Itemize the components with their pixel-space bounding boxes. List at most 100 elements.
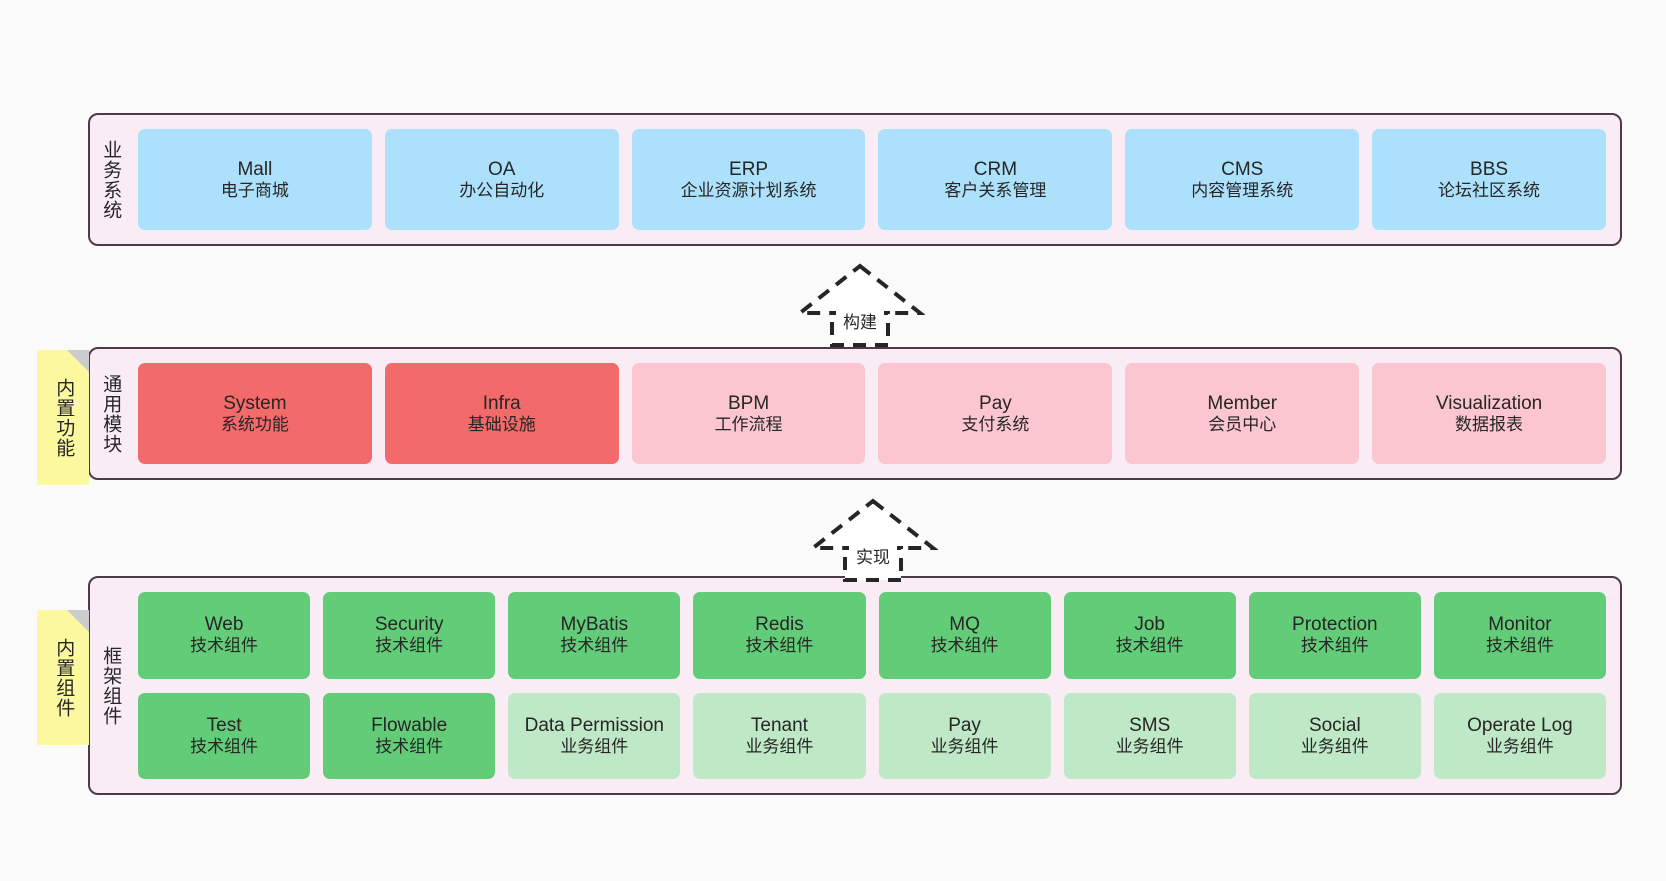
framework-row-business: Test 技术组件 Flowable 技术组件 Data Permission …	[138, 692, 1606, 779]
implement-arrow-icon	[807, 498, 939, 582]
node-subtitle: 业务组件	[1115, 736, 1184, 756]
node-name: BPM	[727, 392, 770, 414]
connector-build-label: 构建	[843, 313, 877, 332]
node-subtitle: 办公自动化	[459, 180, 545, 200]
node-subtitle: 技术组件	[1300, 636, 1369, 656]
node-mall[interactable]: Mall 电子商城	[138, 129, 372, 230]
node-name: Tenant	[750, 714, 808, 736]
node-redis[interactable]: Redis 技术组件	[693, 592, 866, 679]
node-subtitle: 技术组件	[375, 636, 444, 656]
node-name: Flowable	[371, 714, 448, 736]
connector-implement: 实现	[807, 497, 939, 582]
node-security[interactable]: Security 技术组件	[323, 592, 496, 679]
note-builtin-components: 内置组件	[37, 610, 89, 745]
note-fold-corner	[67, 350, 89, 372]
note-label: 内置组件	[53, 637, 75, 718]
node-name: Test	[206, 714, 242, 736]
node-job[interactable]: Job 技术组件	[1063, 592, 1236, 679]
node-visualization[interactable]: Visualization 数据报表	[1372, 363, 1606, 464]
node-subtitle: 技术组件	[745, 636, 814, 656]
node-subtitle: 企业资源计划系统	[680, 180, 817, 200]
node-protection[interactable]: Protection 技术组件	[1248, 592, 1421, 679]
layer-title-framework-components: 框架组件	[100, 645, 122, 726]
note-fold-corner	[67, 610, 89, 632]
node-name: CRM	[973, 158, 1018, 180]
connector-build: 构建	[794, 262, 926, 347]
node-monitor[interactable]: Monitor 技术组件	[1433, 592, 1606, 679]
connector-implement-label: 实现	[856, 548, 890, 567]
note-label: 内置功能	[53, 377, 75, 458]
node-subtitle: 业务组件	[1300, 736, 1369, 756]
node-subtitle: 技术组件	[560, 636, 629, 656]
node-oa[interactable]: OA 办公自动化	[384, 129, 619, 230]
node-data-permission[interactable]: Data Permission 业务组件	[508, 692, 681, 779]
node-name: Web	[204, 614, 244, 636]
node-subtitle: 内容管理系统	[1191, 180, 1294, 200]
framework-row-technical: Web 技术组件 Security 技术组件 MyBatis 技术组件 Redi…	[138, 592, 1606, 679]
layer-business-systems: 业务系统 Mall 电子商城 OA 办公自动化 ERP 企业资源计划系统 CRM…	[88, 113, 1622, 246]
node-name: BBS	[1470, 158, 1509, 180]
node-name: MQ	[949, 614, 980, 636]
node-pay[interactable]: Pay 支付系统	[878, 363, 1113, 464]
node-subtitle: 支付系统	[961, 414, 1030, 434]
node-social[interactable]: Social 业务组件	[1248, 692, 1421, 779]
layer-general-modules: 通用模块 System 系统功能 Infra 基础设施 BPM 工作流程 Pay…	[88, 347, 1622, 480]
node-crm[interactable]: CRM 客户关系管理	[878, 129, 1113, 230]
node-mybatis[interactable]: MyBatis 技术组件	[508, 592, 681, 679]
node-bpm[interactable]: BPM 工作流程	[631, 363, 866, 464]
node-name: System	[223, 392, 287, 414]
node-name: Job	[1134, 614, 1165, 636]
node-subtitle: 技术组件	[1485, 636, 1554, 656]
node-name: Monitor	[1488, 614, 1552, 636]
node-subtitle: 系统功能	[220, 414, 289, 434]
node-subtitle: 技术组件	[190, 636, 259, 656]
node-subtitle: 数据报表	[1455, 414, 1524, 434]
node-sms[interactable]: SMS 业务组件	[1063, 692, 1236, 779]
node-name: Visualization	[1435, 392, 1543, 414]
node-name: Social	[1308, 714, 1361, 736]
layer-title-general-modules: 通用模块	[100, 373, 122, 454]
node-subtitle: 电子商城	[220, 180, 289, 200]
node-operate-log[interactable]: Operate Log 业务组件	[1433, 692, 1606, 779]
node-name: Member	[1207, 392, 1278, 414]
layer-body-framework-components: Web 技术组件 Security 技术组件 MyBatis 技术组件 Redi…	[130, 578, 1620, 793]
node-name: SMS	[1129, 714, 1171, 736]
node-subtitle: 技术组件	[375, 736, 444, 756]
node-name: Redis	[755, 614, 804, 636]
node-infra[interactable]: Infra 基础设施	[384, 363, 619, 464]
node-pay-component[interactable]: Pay 业务组件	[878, 692, 1051, 779]
build-arrow-icon	[794, 263, 926, 347]
node-name: CMS	[1221, 158, 1264, 180]
node-name: Protection	[1292, 614, 1378, 636]
node-subtitle: 技术组件	[930, 636, 999, 656]
node-name: Operate Log	[1467, 714, 1573, 736]
node-name: Mall	[237, 158, 273, 180]
node-subtitle: 业务组件	[745, 736, 814, 756]
node-cms[interactable]: CMS 内容管理系统	[1125, 129, 1360, 230]
layer-body-general-modules: System 系统功能 Infra 基础设施 BPM 工作流程 Pay 支付系统…	[130, 349, 1620, 478]
node-subtitle: 业务组件	[1485, 736, 1554, 756]
layer-title-business-systems: 业务系统	[100, 139, 122, 220]
node-erp[interactable]: ERP 企业资源计划系统	[631, 129, 866, 230]
node-bbs[interactable]: BBS 论坛社区系统	[1372, 129, 1606, 230]
node-name: ERP	[729, 158, 769, 180]
node-subtitle: 业务组件	[560, 736, 629, 756]
layer-framework-components: 框架组件 Web 技术组件 Security 技术组件 MyBatis 技术组件…	[88, 576, 1622, 795]
node-name: Data Permission	[524, 714, 664, 736]
node-member[interactable]: Member 会员中心	[1125, 363, 1360, 464]
node-subtitle: 论坛社区系统	[1438, 180, 1541, 200]
node-name: Infra	[482, 392, 521, 414]
node-name: MyBatis	[560, 614, 629, 636]
layer-body-business-systems: Mall 电子商城 OA 办公自动化 ERP 企业资源计划系统 CRM 客户关系…	[130, 115, 1620, 244]
node-test[interactable]: Test 技术组件	[138, 692, 311, 779]
note-builtin-features: 内置功能	[37, 350, 89, 485]
node-name: Security	[374, 614, 444, 636]
node-tenant[interactable]: Tenant 业务组件	[693, 692, 866, 779]
node-web[interactable]: Web 技术组件	[138, 592, 311, 679]
node-name: OA	[488, 158, 516, 180]
node-system[interactable]: System 系统功能	[138, 363, 372, 464]
node-name: Pay	[979, 392, 1012, 414]
node-flowable[interactable]: Flowable 技术组件	[323, 692, 496, 779]
node-mq[interactable]: MQ 技术组件	[878, 592, 1051, 679]
